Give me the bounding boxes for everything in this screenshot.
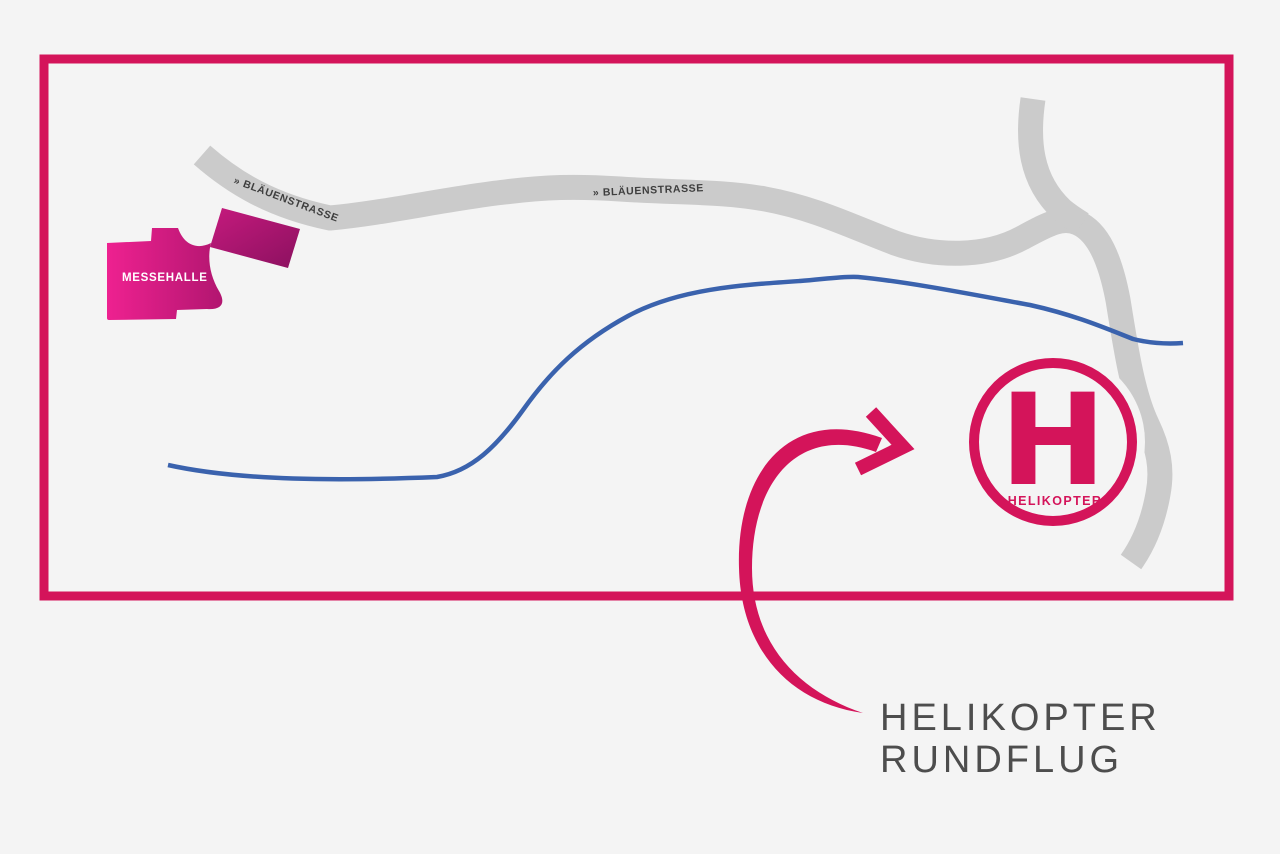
helipad-symbol: H HELIKOPTER (961, 350, 1145, 534)
road-blaeuenstrasse (193, 145, 1173, 570)
helipad-h-letter: H (1000, 366, 1106, 514)
messehalle-hall (107, 228, 223, 320)
road-branch-north (1018, 97, 1089, 235)
messehalle-building: MESSEHALLE (107, 208, 300, 320)
arrow-head-icon (854, 407, 915, 476)
street-label-middle: » BLÄUENSTRASSE (593, 181, 705, 199)
helipad-label: HELIKOPTER (1008, 494, 1103, 508)
pointer-arrow (738, 407, 915, 713)
messehalle-annex (210, 208, 300, 268)
river-line (167, 274, 1184, 482)
caption-line1: HELIKOPTER (880, 697, 1161, 739)
map-frame (39, 54, 1234, 601)
helipad-backdrop (961, 350, 1145, 534)
helipad-ring (969, 358, 1137, 526)
caption-line2: RUNDFLUG (880, 739, 1123, 781)
caption: HELIKOPTER RUNDFLUG (880, 697, 1161, 781)
messehalle-label: MESSEHALLE (122, 272, 208, 284)
